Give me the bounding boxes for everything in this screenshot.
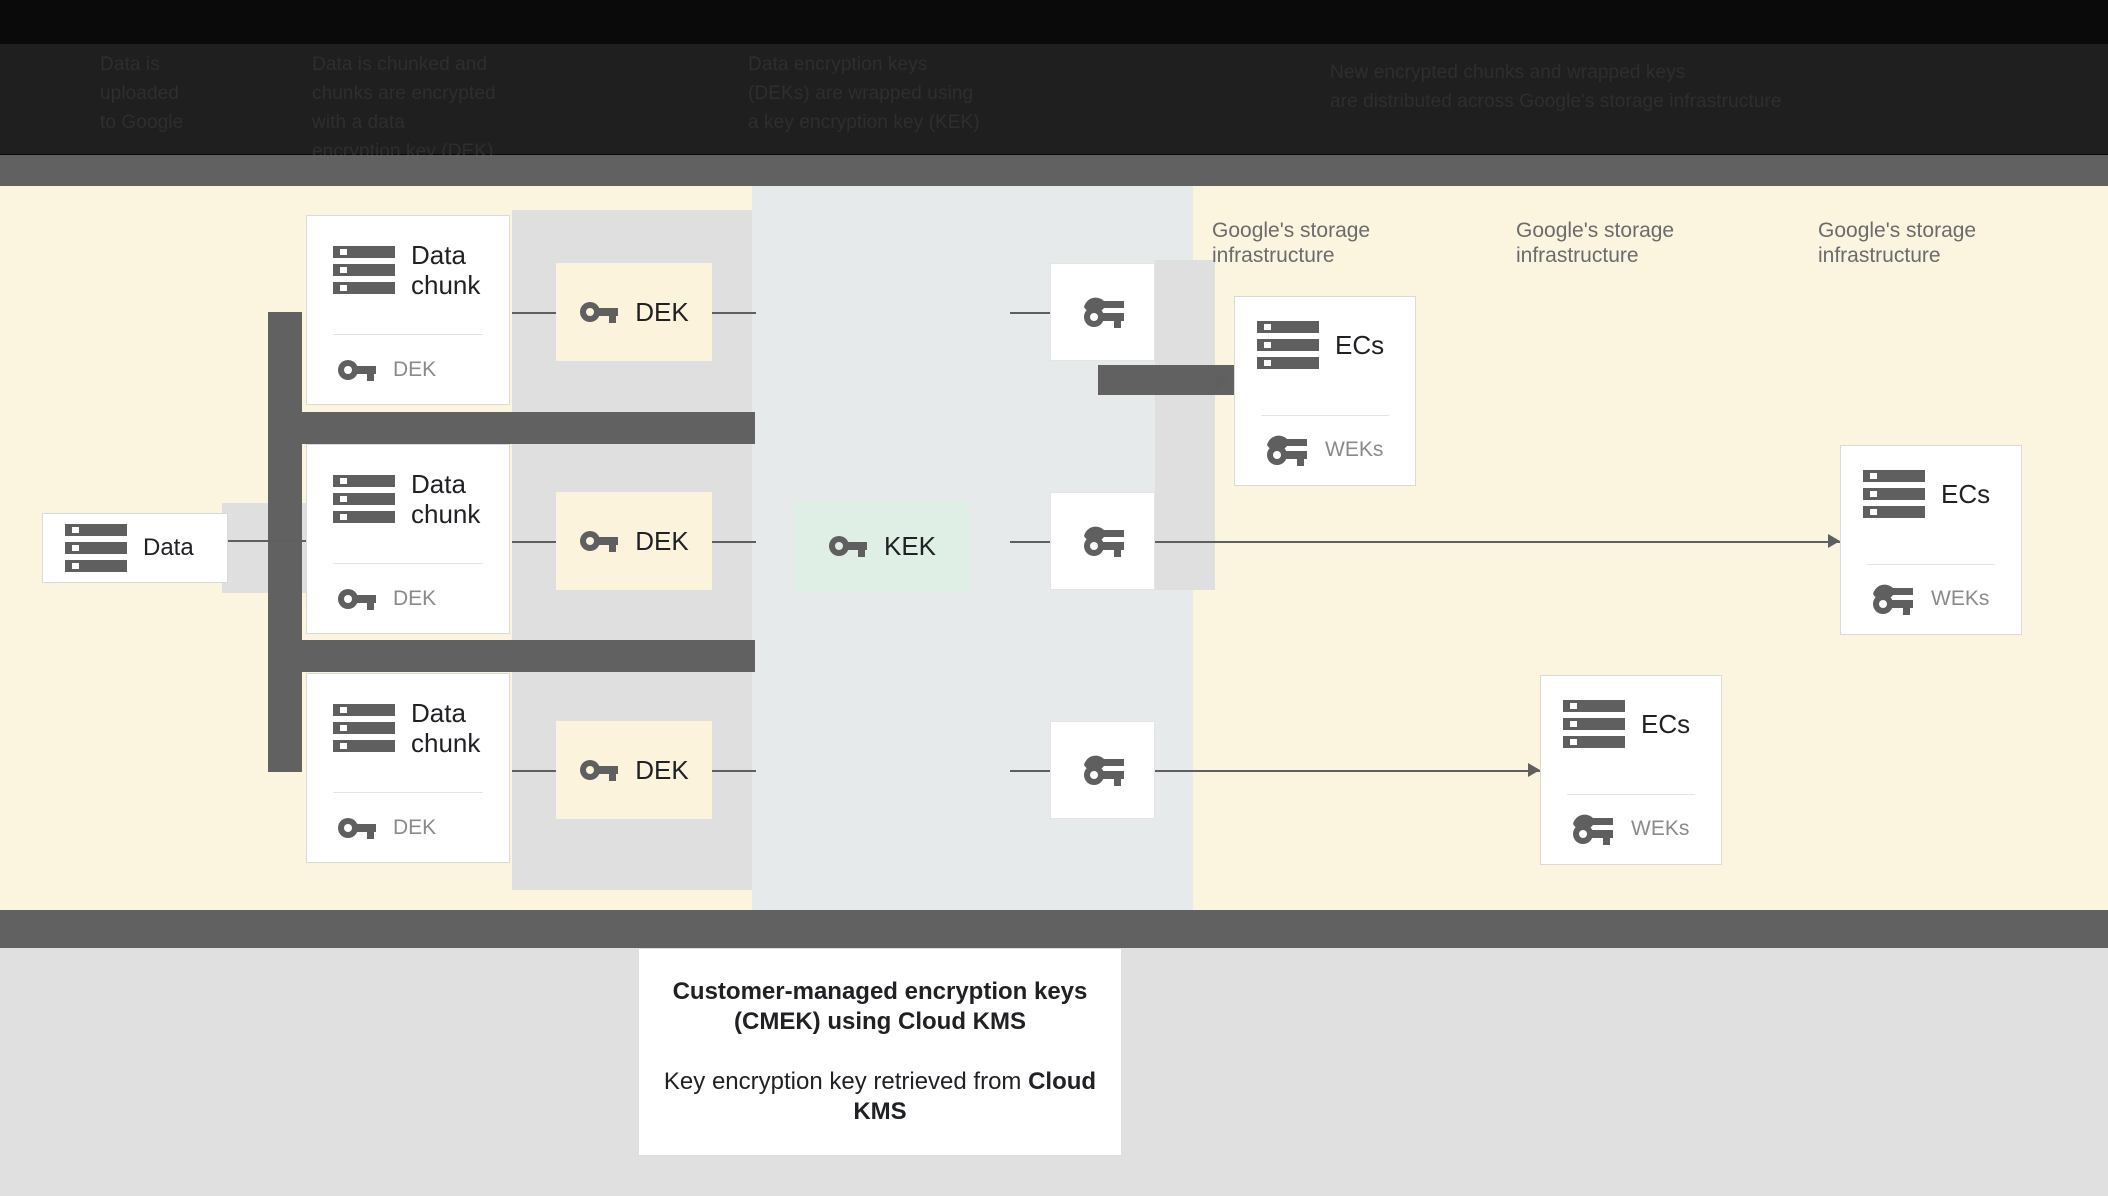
wrapped-key-icon — [1267, 435, 1307, 466]
card-divider — [333, 563, 483, 564]
header-step-store: New encrypted chunks and wrapped keys ar… — [1330, 62, 1782, 112]
chip-label: DEK — [635, 296, 689, 327]
storage-icon — [65, 524, 127, 572]
caption-subtitle-strong: Cloud KMS — [853, 1068, 1097, 1125]
card-key-row: WEKs — [1869, 582, 1989, 616]
card-divider — [1261, 415, 1389, 416]
header-step-wrap: Data encryption keys (DEKs) are wrapped … — [748, 54, 980, 133]
storage-icon — [333, 475, 395, 523]
wrapped-key-icon — [1873, 584, 1913, 615]
connector-dek2-out — [710, 541, 756, 543]
caption-card: Customer-managed encryption keys (CMEK) … — [638, 948, 1122, 1156]
card-key-label: WEKs — [1325, 438, 1384, 461]
chip-label: DEK — [635, 525, 689, 556]
wrapped-key-icon — [1083, 526, 1124, 557]
key-icon — [580, 302, 619, 323]
connector-dek1-out — [710, 312, 756, 314]
chip-dek-3[interactable]: DEK — [556, 721, 712, 819]
infra-label-1: Google's storage infrastructure — [1212, 219, 1371, 267]
chip-kek[interactable]: KEK — [794, 500, 970, 592]
connector-chunk2-dek — [512, 541, 582, 543]
chip-wrapped-key-2[interactable] — [1050, 492, 1155, 590]
card-divider — [1567, 794, 1695, 795]
connector-chunk3-dek — [512, 770, 582, 772]
card-divider — [333, 334, 483, 335]
connector-chunk1-dek — [512, 312, 582, 314]
card-data-source[interactable]: Data — [42, 513, 228, 583]
card-key-row: DEK — [337, 356, 436, 384]
connector-wrap2-ec2 — [1155, 541, 1840, 543]
card-title: ECs — [1941, 479, 1991, 509]
caption-subtitle: Key encryption key retrieved from Cloud … — [639, 1067, 1121, 1127]
chip-wrapped-key-1[interactable] — [1050, 263, 1155, 361]
storage-icon — [333, 704, 395, 752]
key-icon — [580, 760, 619, 781]
lower-divider-band — [0, 910, 2108, 948]
card-data-chunk-1[interactable]: Data chunk DEK — [306, 215, 510, 405]
card-divider — [1867, 564, 1995, 565]
card-ecs-2[interactable]: ECs WEKs — [1840, 445, 2022, 635]
bracket-stem — [268, 312, 302, 772]
connector-kek-wrap1 — [1010, 312, 1050, 314]
connector-dek3-out — [710, 770, 756, 772]
arrow-head-ec2 — [1828, 534, 1840, 548]
card-key-row: DEK — [337, 585, 436, 613]
card-data-chunk-3[interactable]: Data chunk DEK — [306, 673, 510, 863]
header-text-strip — [0, 44, 2108, 154]
arrow-head-ec1 — [1216, 374, 1228, 388]
card-ecs-1[interactable]: ECs WEKs — [1234, 296, 1416, 486]
connector-kek-wrap2 — [1010, 541, 1050, 543]
card-key-row: WEKs — [1569, 812, 1689, 846]
arrow-head-ec3 — [1528, 763, 1540, 777]
card-title: ECs — [1641, 709, 1691, 739]
wrapped-key-icon — [1083, 297, 1124, 328]
card-data-chunk-2[interactable]: Data chunk DEK — [306, 444, 510, 634]
storage-icon — [333, 246, 395, 294]
storage-icon — [1563, 700, 1625, 748]
storage-icon — [1257, 321, 1319, 369]
chip-wrapped-key-3[interactable] — [1050, 721, 1155, 819]
key-icon — [338, 360, 376, 381]
bracket-arm-top — [268, 412, 755, 444]
card-key-label: DEK — [393, 816, 437, 839]
card-key-row: WEKs — [1263, 433, 1383, 467]
connector-wrap3-ec3 — [1155, 770, 1540, 772]
card-ecs-3[interactable]: ECs WEKs — [1540, 675, 1722, 865]
wrapped-key-icon — [1083, 755, 1124, 786]
key-icon — [338, 589, 376, 610]
connector-kek-wrap3 — [1010, 770, 1050, 772]
chip-dek-1[interactable]: DEK — [556, 263, 712, 361]
infra-label-3: Google's storage infrastructure — [1818, 219, 1977, 267]
caption-title: Customer-managed encryption keys (CMEK) … — [672, 978, 1088, 1035]
header-step-upload: Data is uploaded to Google — [100, 54, 184, 133]
card-title: Data — [143, 534, 194, 561]
card-key-label: DEK — [393, 587, 437, 610]
header-step-chunk: Data is chunked and chunks are encrypted… — [312, 54, 496, 162]
bracket-arm-bottom — [268, 640, 755, 672]
card-key-label: WEKs — [1631, 817, 1690, 840]
card-title: ECs — [1335, 330, 1385, 360]
key-icon — [828, 536, 867, 557]
key-icon — [338, 818, 376, 839]
card-key-label: DEK — [393, 358, 437, 381]
caption-subtitle-prefix: Key encryption key retrieved from — [663, 1068, 1029, 1095]
key-icon — [580, 531, 619, 552]
shape-block-wrapped — [1155, 260, 1215, 590]
card-title: Data chunk — [411, 469, 481, 529]
connector-source-to-chunk — [228, 540, 310, 542]
store-arrow-bar — [1098, 365, 1258, 395]
chip-label: KEK — [883, 530, 937, 561]
chip-label: DEK — [635, 754, 689, 785]
chip-dek-2[interactable]: DEK — [556, 492, 712, 590]
card-title: Data chunk — [411, 698, 481, 758]
storage-icon — [1863, 470, 1925, 518]
card-key-label: WEKs — [1931, 587, 1990, 610]
upper-divider-band — [0, 155, 2108, 186]
wrapped-key-icon — [1573, 814, 1613, 845]
card-divider — [333, 792, 483, 793]
card-title: Data chunk — [411, 240, 481, 300]
infra-label-2: Google's storage infrastructure — [1516, 219, 1675, 267]
card-key-row: DEK — [337, 814, 436, 842]
